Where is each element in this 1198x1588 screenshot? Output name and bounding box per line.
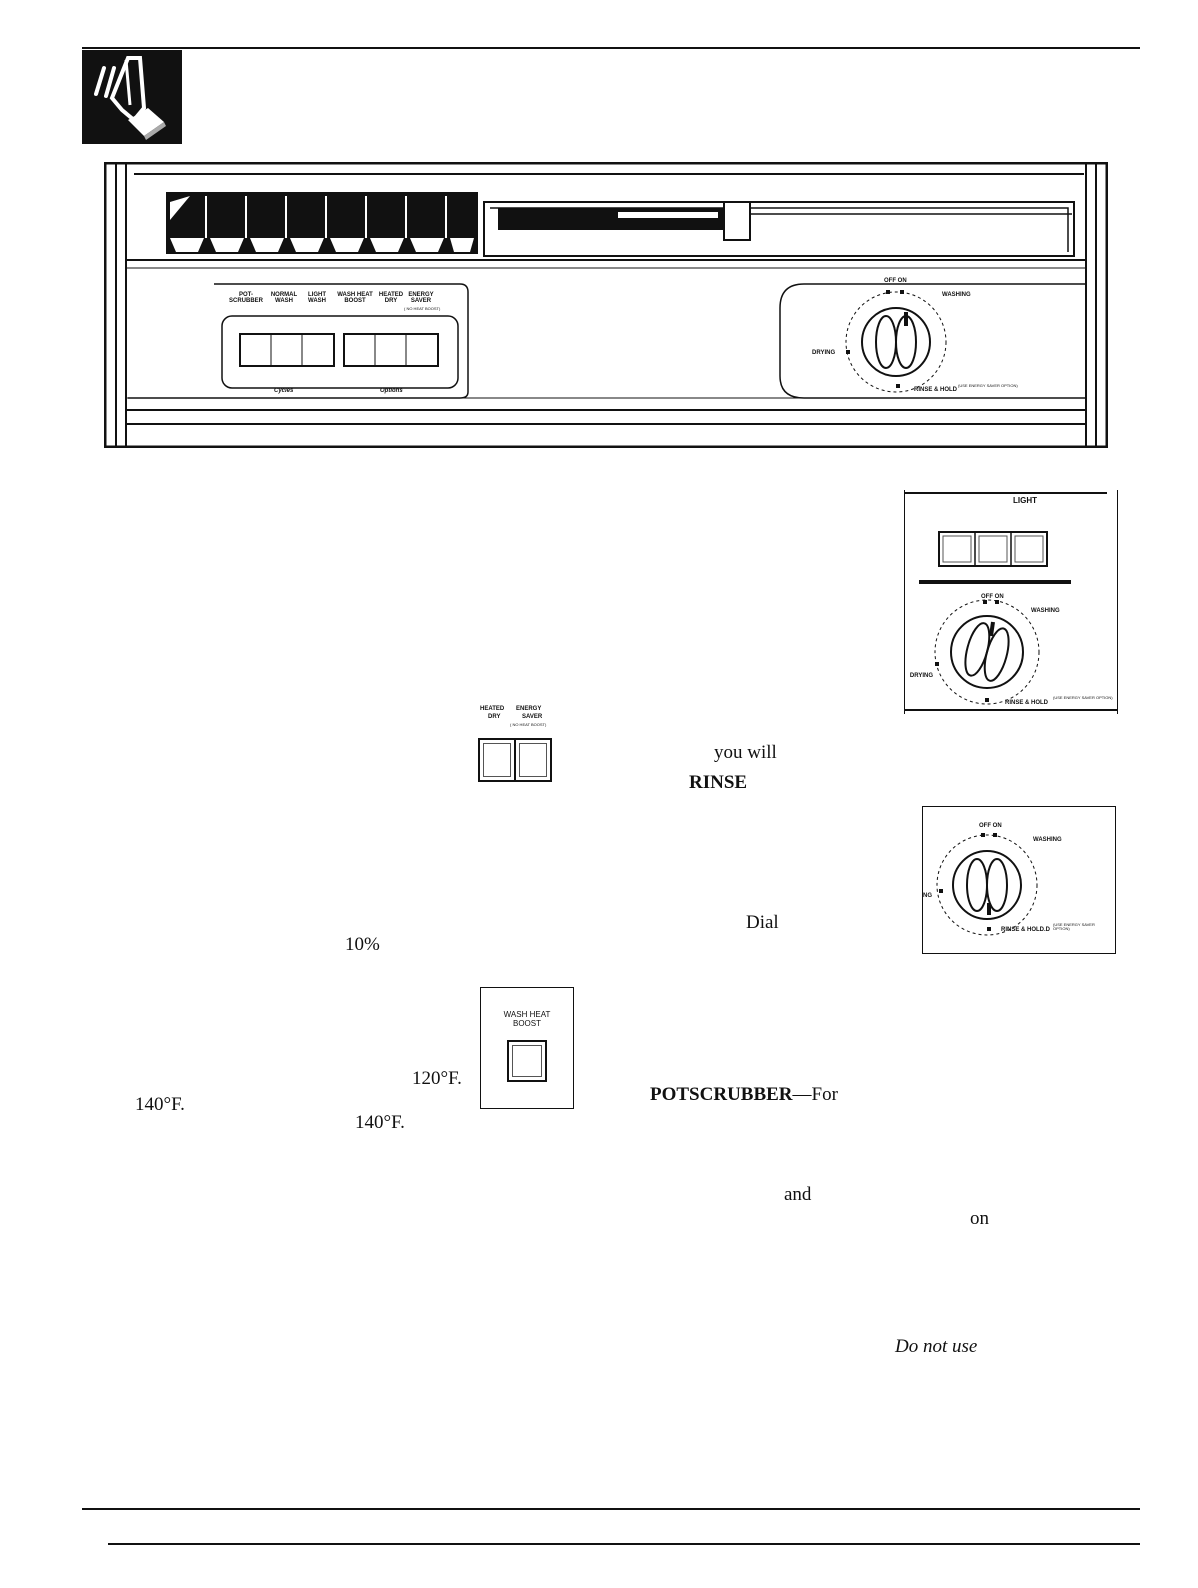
inset-dial-rinse-hold: OFF ON WASHING NG RINSE & HOLD.D (USE EN… bbox=[922, 806, 1116, 954]
dial-rinse-note: (USE ENERGY SAVER OPTION) bbox=[958, 384, 1018, 388]
rinse-note-energy: ENERGY bbox=[968, 383, 986, 388]
text-140f-left: 140°F. bbox=[135, 1094, 185, 1115]
inset-light-and-dial: LIGHT OFF ON WASHING DRYING RINSE & HOLD… bbox=[904, 490, 1118, 714]
text-dial: Dial bbox=[746, 912, 779, 933]
text-on: on bbox=[970, 1208, 989, 1229]
inset-wash-heat-boost: WASH HEAT BOOST bbox=[480, 987, 574, 1109]
rinse-note-saver: SAVER bbox=[986, 383, 1000, 388]
inset1-light-label: LIGHT bbox=[1013, 496, 1037, 505]
text-and: and bbox=[784, 1184, 812, 1205]
cycle-label-light-wash: LIGHT WASH bbox=[308, 292, 326, 304]
text-120f: 120°F. bbox=[412, 1068, 462, 1089]
inset-heated-dry-energy-saver: HEATED ENERGY DRY SAVER ( NO HEAT BOOST) bbox=[470, 706, 570, 782]
inset1-washing: WASHING bbox=[1031, 608, 1060, 614]
dial-label-rinse-hold: RINSE & HOLD bbox=[914, 387, 958, 393]
rinse-note-pre: (USE bbox=[958, 383, 968, 388]
cycle-label-potscrubber: POT- SCRUBBER bbox=[228, 292, 263, 304]
potscrubber-heading: POTSCRUBBER bbox=[650, 1084, 793, 1105]
inset3-rinse-hold: RINSE & HOLD.D bbox=[1001, 927, 1051, 933]
cycle-label-normal-wash: NORMAL WASH bbox=[270, 292, 298, 304]
footer-rule-bottom bbox=[108, 1543, 1140, 1545]
option-label-heated-dry: HEATED DRY bbox=[378, 292, 404, 304]
inset1-note: (USE ENERGY SAVER OPTION) bbox=[1053, 695, 1113, 700]
potscrubber-for: —For bbox=[792, 1084, 838, 1105]
inset3-note: (USE ENERGY SAVER OPTION) bbox=[1053, 922, 1095, 931]
inset4-label: WASH HEAT BOOST bbox=[503, 1010, 551, 1028]
inset2-dry: DRY bbox=[488, 714, 501, 720]
dial-label-washing: WASHING bbox=[942, 292, 971, 298]
footer-rule-top bbox=[82, 1508, 1140, 1510]
energy-saver-note: ( NO HEAT BOOST) bbox=[404, 306, 441, 311]
group-label-options: Options bbox=[380, 388, 403, 394]
option-label-wash-heat-boost: WASH HEAT BOOST bbox=[337, 292, 373, 304]
text-you-will: you will bbox=[714, 742, 777, 763]
text-10-percent: 10% bbox=[345, 934, 380, 955]
rinse-note-post: OPTION) bbox=[1001, 383, 1018, 388]
energy-saver-button bbox=[514, 738, 552, 782]
dial-label-drying: DRYING bbox=[812, 350, 836, 356]
group-label-cycles: Cycles bbox=[274, 388, 294, 394]
text-rinse: RINSE bbox=[689, 772, 748, 793]
control-panel-illustration: POT- SCRUBBER NORMAL WASH LIGHT WASH WAS… bbox=[104, 162, 1108, 448]
inset3-drying-partial: NG bbox=[923, 893, 932, 899]
wash-heat-boost-button bbox=[507, 1040, 547, 1082]
inset2-heated: HEATED bbox=[480, 706, 505, 712]
option-label-energy-saver: ENERGY SAVER bbox=[408, 292, 434, 304]
inset2-energy: ENERGY bbox=[516, 706, 542, 712]
inset3-off-on: OFF ON bbox=[979, 823, 1002, 829]
inset3-washing: WASHING bbox=[1033, 837, 1062, 843]
inset1-off-on: OFF ON bbox=[981, 594, 1004, 600]
heated-dry-button bbox=[478, 738, 516, 782]
dial-label-off-on: OFF ON bbox=[884, 278, 907, 284]
inset2-saver: SAVER bbox=[522, 714, 543, 720]
inset1-rinse-hold: RINSE & HOLD bbox=[1005, 700, 1049, 706]
inset2-note: ( NO HEAT BOOST) bbox=[510, 722, 547, 727]
pressing-finger-icon bbox=[82, 50, 182, 144]
text-do-not-use: Do not use bbox=[895, 1336, 978, 1357]
inset1-drying: DRYING bbox=[909, 673, 933, 679]
text-140f-mid: 140°F. bbox=[355, 1112, 405, 1133]
text-potscrubber: POTSCRUBBER—For bbox=[650, 1084, 838, 1106]
header-rule bbox=[82, 47, 1140, 49]
